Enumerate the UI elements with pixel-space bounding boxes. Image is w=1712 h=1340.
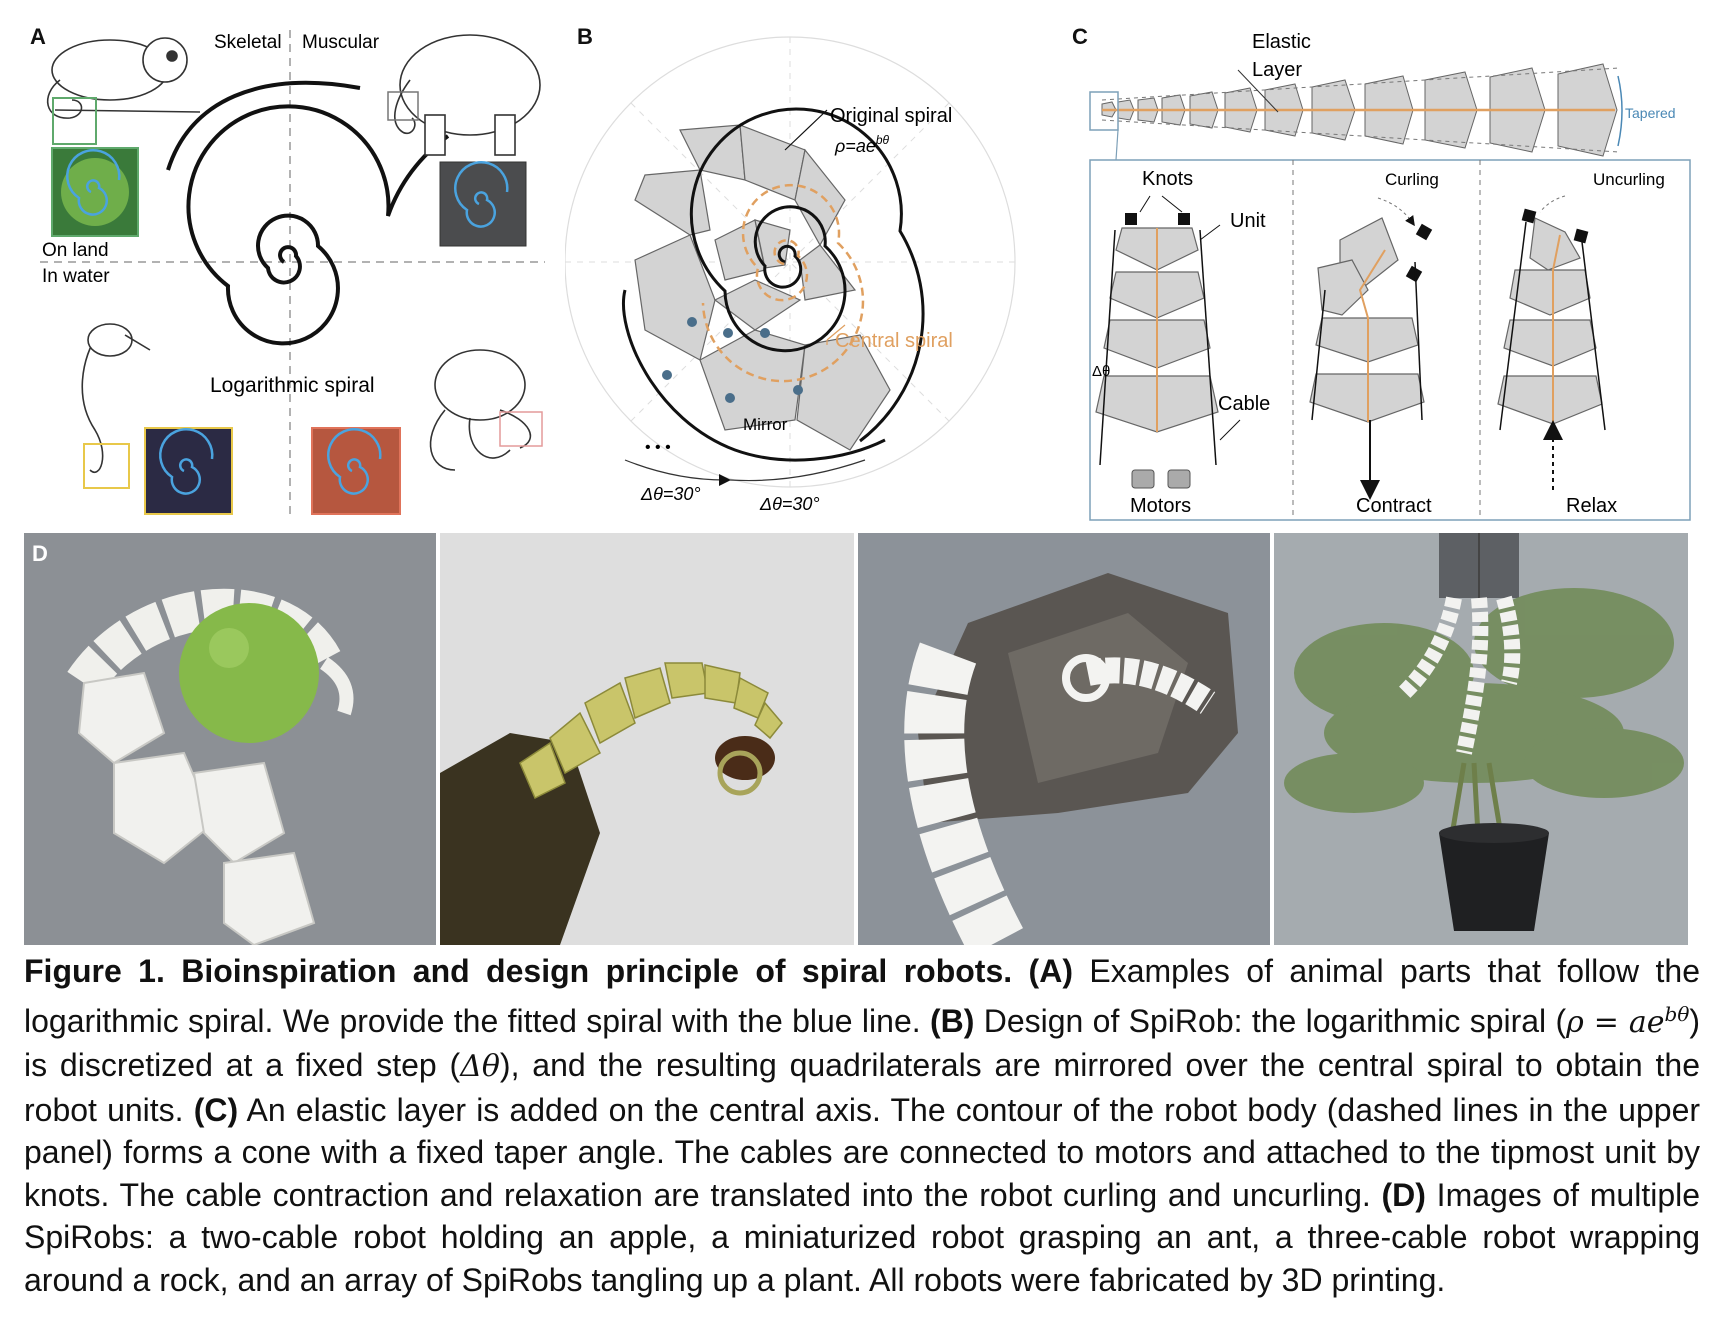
caption-text-a: Examples of animal parts that follow the… xyxy=(24,953,1701,1039)
original-spiral-curve xyxy=(689,107,925,443)
delta-theta-label: Δθ xyxy=(1092,363,1110,380)
skeletal-label: Skeletal xyxy=(214,32,282,53)
layer-label: Layer xyxy=(1252,59,1302,81)
seahorse-sketch xyxy=(81,323,151,473)
cable-label: Cable xyxy=(1218,393,1270,415)
elastic-label: Elastic xyxy=(1252,31,1311,53)
relax-label: Relax xyxy=(1566,495,1617,517)
figure-title: Figure 1. Bioinspiration and design prin… xyxy=(24,953,1013,989)
original-spiral-label: Original spiral xyxy=(830,105,952,127)
delta-theta-right: Δθ=30° xyxy=(759,494,820,514)
panel-b-figure: Original spiral ρ=aebθ Central spiral Mi… xyxy=(565,36,1016,514)
tapered-label: Tapered xyxy=(1625,105,1676,121)
chameleon-sketch xyxy=(46,37,201,119)
caption-text-b2: ) is discretized at a fixed step ( xyxy=(24,1002,1701,1084)
mirror-label: Mirror xyxy=(743,415,788,434)
panel-a: A xyxy=(0,0,560,525)
caption-label-c: (C) xyxy=(193,1091,239,1128)
panel-b-label: B xyxy=(577,24,593,49)
caption-formula: ρ = aebθ xyxy=(1566,1001,1690,1040)
original-spiral-formula: ρ=aebθ xyxy=(834,133,890,156)
caption-label-d: (D) xyxy=(1381,1176,1426,1213)
delta-theta-left: Δθ=30° xyxy=(640,484,701,504)
vertex-nodes xyxy=(662,317,803,403)
caption-label-b: (B) xyxy=(929,1002,975,1039)
logarithmic-spiral-curve xyxy=(186,104,450,346)
motors-label: Motors xyxy=(1130,495,1191,517)
logarithmic-spiral-label: Logarithmic spiral xyxy=(210,374,375,397)
octopus-sketch xyxy=(429,349,532,471)
curling-label: Curling xyxy=(1385,170,1439,189)
panel-d-label: D xyxy=(32,541,48,566)
in-water-label: In water xyxy=(42,266,110,287)
panel-b: B xyxy=(565,0,1060,525)
caption-label-a: (A) xyxy=(1028,953,1073,989)
photo-ant-robot xyxy=(440,533,854,945)
caption-text-d: Images of multiple SpiRobs: a two-cable … xyxy=(24,1176,1701,1298)
panel-c-figure: Elastic Layer Tapered Knots Unit Δθ Cabl… xyxy=(1089,31,1691,521)
caption-step: Δθ xyxy=(460,1049,500,1084)
uncurling-robot xyxy=(1497,217,1603,425)
panel-c-label: C xyxy=(1072,24,1088,49)
on-land-label: On land xyxy=(42,240,109,261)
knots-label: Knots xyxy=(1142,168,1193,190)
figure-caption: Figure 1. Bioinspiration and design prin… xyxy=(24,950,1700,1301)
robot-units xyxy=(634,124,891,451)
central-spiral-curve xyxy=(701,183,865,383)
contract-label: Contract xyxy=(1356,495,1432,517)
photo-plant-robots xyxy=(1274,533,1688,945)
panel-c: C xyxy=(1060,0,1712,525)
unit-label: Unit xyxy=(1230,210,1266,232)
central-spiral-label: Central spiral xyxy=(835,330,953,352)
caption-text-b3: ), and the resulting quadrilaterals are … xyxy=(24,1047,1701,1128)
muscular-label: Muscular xyxy=(302,32,380,53)
panel-a-label: A xyxy=(30,24,46,49)
elephant-sketch xyxy=(394,34,541,156)
caption-text-c: An elastic layer is added on the central… xyxy=(24,1091,1701,1213)
photo-rock-robot xyxy=(858,533,1270,945)
panel-a-figure: Skeletal Muscular On land In water Logar… xyxy=(40,30,545,520)
uncurling-label: Uncurling xyxy=(1593,170,1665,189)
ellipsis-dots: • • • xyxy=(645,439,671,456)
photo-apple-robot: D xyxy=(24,533,436,945)
caption-text-b1: Design of SpiRob: the logarithmic spiral… xyxy=(983,1002,1567,1039)
